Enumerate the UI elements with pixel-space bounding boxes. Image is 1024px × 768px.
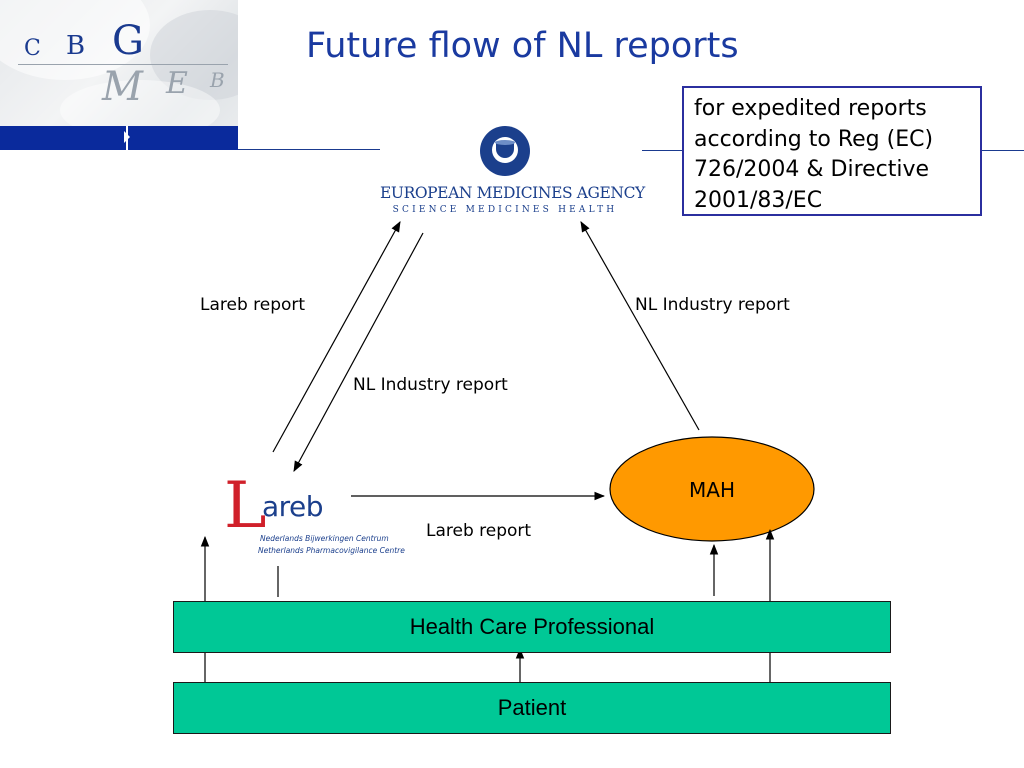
note-line: for expedited reports	[694, 96, 927, 121]
label-lareb-report-to-mah: Lareb report	[426, 521, 532, 541]
arrow-lareb-to-ema	[272, 221, 401, 453]
hcp-node: Health Care Professional	[173, 601, 891, 653]
cbg-meb-logo: C B G M E B	[0, 0, 238, 150]
mah-node	[609, 436, 815, 542]
header-band	[0, 126, 238, 150]
lareb-logo-subtitle-en: Netherlands Pharmacovigilance Centre	[258, 546, 405, 555]
lareb-logo-initial: L	[224, 469, 267, 543]
ema-logo-tagline: SCIENCE MEDICINES HEALTH	[392, 205, 618, 215]
slide-title: Future flow of NL reports	[306, 26, 739, 66]
patient-node: Patient	[173, 682, 891, 734]
lareb-logo-word: areb	[262, 490, 324, 523]
logo-letter-c: C	[24, 36, 41, 61]
note-line: 2001/83/EC	[694, 187, 823, 213]
ema-logo-name: EUROPEAN MEDICINES AGENCY	[380, 184, 645, 202]
logo-letter-b: B	[66, 31, 86, 61]
note-line: 726/2004 & Directive	[694, 157, 930, 182]
label-nl-industry-report-to-ema: NL Industry report	[635, 295, 790, 315]
hcp-label: Health Care Professional	[409, 614, 655, 639]
logo-letter-b2: B	[210, 68, 225, 92]
ema-emblem-icon	[480, 126, 530, 176]
header-rule-left	[238, 149, 380, 150]
arrow-ema-to-lareb	[293, 232, 424, 472]
note-line: according to Reg (EC)	[694, 126, 934, 152]
legal-basis-note: for expedited reports according to Reg (…	[682, 86, 982, 216]
logo-letter-m: M	[102, 64, 143, 110]
arrow-mah-to-ema	[580, 221, 700, 431]
label-nl-industry-report-to-lareb: NL Industry report	[353, 375, 508, 395]
logo-letter-g: G	[112, 18, 144, 64]
lareb-logo-subtitle-nl: Nederlands Bijwerkingen Centrum	[260, 534, 389, 543]
mah-label: MAH	[689, 478, 735, 502]
patient-label: Patient	[497, 695, 567, 720]
header-band-arrow-icon	[124, 131, 130, 143]
label-lareb-report-to-ema: Lareb report	[200, 295, 306, 315]
logo-letter-e: E	[166, 66, 188, 101]
